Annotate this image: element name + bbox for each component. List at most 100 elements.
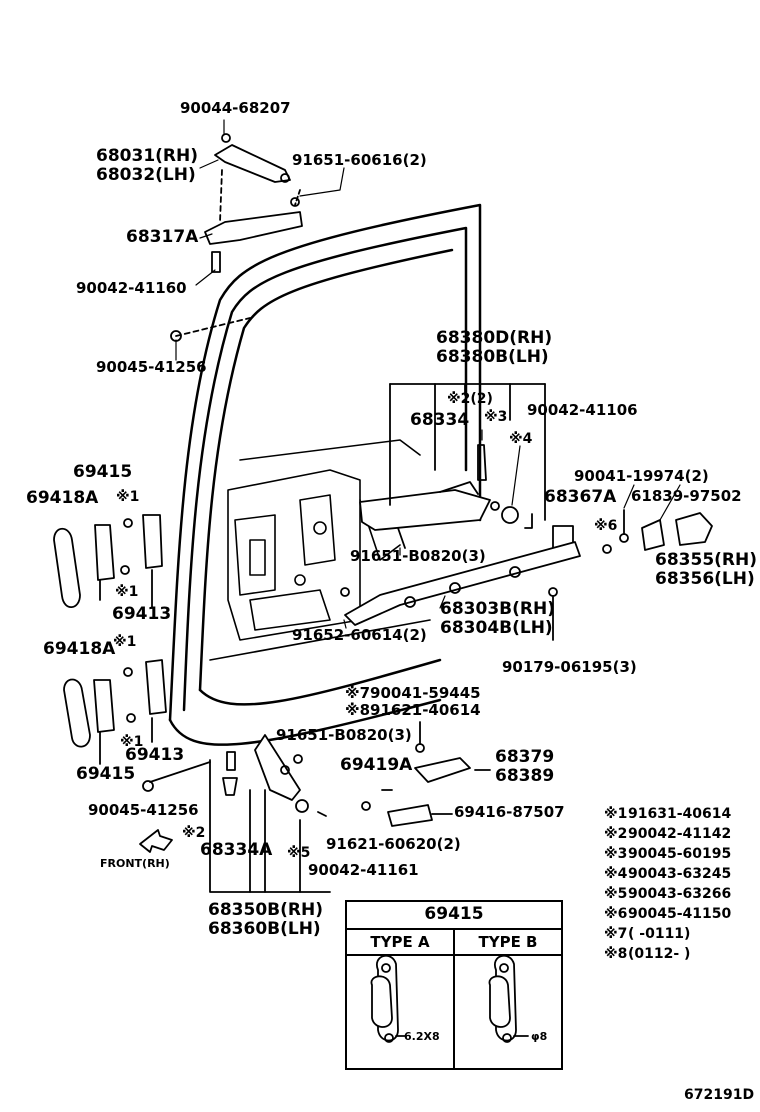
label-90044-68207: 90044-68207 (180, 99, 291, 117)
upper-hinge (170, 133, 303, 342)
label-68303b-68304b: 68303B(RH) 68304B(LH) (440, 601, 555, 637)
legend-part: 90045-41150 (628, 906, 732, 922)
leader-lines (175, 119, 681, 629)
type-inset-box: 69415 TYPE A TYPE B (345, 900, 563, 1070)
legend-mark: ※6 (604, 906, 628, 922)
legend-part: 90043-63245 (628, 866, 732, 882)
label-68389: 68389 (495, 766, 555, 786)
label-68360b: 68360B(LH) (208, 919, 321, 939)
label-68380d: 68380D(RH) (436, 328, 553, 348)
inset-type-b-header: TYPE B (455, 930, 561, 956)
label-68032: 68032(LH) (96, 165, 196, 185)
label-mark4: ※4 (509, 431, 533, 447)
label-61839-97502: 61839-97502 (631, 487, 742, 505)
legend-row: ※8(0112- ) (604, 944, 731, 964)
label-mark1-b: ※1 (115, 584, 139, 600)
label-68356: 68356(LH) (655, 569, 755, 589)
label-69413-a: 69413 (112, 604, 172, 624)
label-mark3: ※3 (484, 409, 508, 425)
label-68350b: 68350B(RH) (208, 900, 323, 920)
label-91651-60616: 91651-60616(2) (292, 151, 427, 169)
label-90179-06195: 90179-06195(3) (502, 658, 637, 676)
inset-dimension-a: 6.2X8 (404, 1030, 440, 1043)
label-69415-a: 69415 (73, 462, 133, 482)
label-68031: 68031(RH) (96, 146, 198, 166)
label-mark2-b: ※2 (182, 825, 206, 841)
lower-hinge (142, 734, 331, 893)
label-68303b: 68303B(RH) (440, 599, 555, 619)
door-rail (340, 541, 581, 641)
inset-title: 69415 (347, 902, 561, 930)
label-68355: 68355(RH) (655, 550, 757, 570)
legend-mark: ※8 (604, 946, 628, 962)
label-68334: 68334 (410, 410, 470, 430)
label-68380b: 68380B(LH) (436, 347, 549, 367)
label-69418a-b: 69418A (43, 639, 116, 659)
label-91651-b0820-a: 91651-B0820(3) (350, 547, 486, 565)
label-90045-41256-bottom: 90045-41256 (88, 801, 199, 819)
lower-right-parts (361, 721, 491, 827)
label-mark1-c: ※1 (113, 634, 137, 650)
label-69413-b: 69413 (125, 745, 185, 765)
inset-type-a-header: TYPE A (347, 930, 453, 956)
label-68031-68032: 68031(RH) 68032(LH) (96, 148, 198, 184)
label-68317a: 68317A (126, 227, 199, 247)
label-mark1-d: ※1 (120, 734, 144, 750)
label-69419a: 69419A (340, 755, 413, 775)
label-mark5: ※5 (287, 845, 311, 861)
inset-divider (453, 930, 455, 1068)
figure-number: 672191D (684, 1087, 755, 1103)
legend-part: 90042-41142 (628, 826, 732, 842)
front-rh-label: FRONT(RH) (100, 857, 170, 870)
legend-part: 91631-40614 (628, 806, 732, 822)
center-hinge (359, 383, 546, 549)
label-68380d-68380b: 68380D(RH) 68380B(LH) (436, 330, 552, 366)
label-mark6: ※6 (594, 518, 618, 534)
label-68355-68356: 68355(RH) 68356(LH) (655, 552, 757, 588)
label-90041-19974: 90041-19974(2) (574, 467, 709, 485)
label-mark7-mark8: ※790041-59445 ※891621-40614 (345, 686, 481, 718)
upper-left-handles (53, 514, 163, 609)
front-arrow (139, 829, 173, 853)
legend-mark: ※3 (604, 846, 628, 862)
inset-dimension-b: φ8 (531, 1030, 548, 1043)
label-90042-41106: 90042-41106 (527, 401, 638, 419)
label-69418a-a: 69418A (26, 488, 99, 508)
legend-row: ※7( -0111) (604, 924, 731, 944)
label-69415-b: 69415 (76, 764, 136, 784)
legend-mark: ※5 (604, 886, 628, 902)
label-68379-68389: 68379 68389 (495, 749, 554, 785)
label-mark8-91621: ※891621-40614 (345, 701, 481, 719)
label-mark1-a: ※1 (116, 489, 140, 505)
door-frame (168, 203, 482, 746)
legend-part: 90043-63266 (628, 886, 732, 902)
label-91621-60620: 91621-60620(2) (326, 835, 461, 853)
lower-left-handles (63, 659, 167, 765)
label-68304b: 68304B(LH) (440, 618, 553, 638)
inset-handle-illustrations (370, 954, 529, 1043)
label-69416-87507: 69416-87507 (454, 803, 565, 821)
label-68367a: 68367A (544, 487, 617, 507)
label-mark7-90041: ※790041-59445 (345, 684, 481, 702)
label-90042-41160: 90042-41160 (76, 279, 187, 297)
label-68334a: 68334A (200, 840, 273, 860)
legend-mark: ※2 (604, 826, 628, 842)
legend-part: (0112- ) (628, 946, 691, 962)
label-91652-60614: 91652-60614(2) (292, 626, 427, 644)
label-90042-41161: 90042-41161 (308, 861, 419, 879)
legend-mark: ※1 (604, 806, 628, 822)
legend-part: 90045-60195 (628, 846, 732, 862)
legend-part: ( -0111) (628, 926, 691, 942)
legend-mark: ※7 (604, 926, 628, 942)
label-91651-b0820-b: 91651-B0820(3) (276, 726, 412, 744)
label-68350b-68360b: 68350B(RH) 68360B(LH) (208, 902, 323, 938)
label-mark2-2: ※2(2) (447, 391, 493, 407)
